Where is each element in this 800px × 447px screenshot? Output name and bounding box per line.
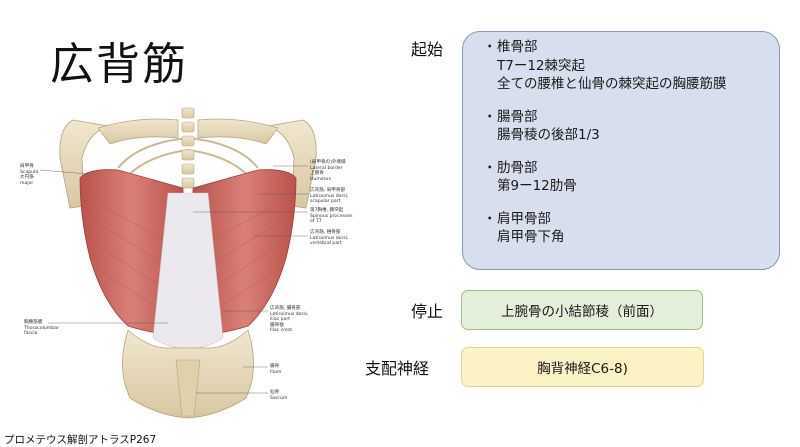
nerve-label: 支配神経 bbox=[365, 359, 430, 378]
origin-box bbox=[462, 31, 780, 270]
label-line: 大円筋 bbox=[20, 175, 34, 181]
origin-item-detail: 肩甲骨下角 bbox=[497, 229, 565, 245]
label-iliac-part: 広背筋, 腸骨部 Latissimus dorsi, iliac part 腸骨… bbox=[270, 306, 309, 334]
origin-item-costal: ・肋骨部 第9ー12肋骨 bbox=[483, 159, 727, 196]
figure-caption: プロメテウス解剖アトラスP267 bbox=[4, 434, 157, 446]
label-spinous-process-t7: 第7胸椎, 棘突起 Spinous processes of T7 bbox=[310, 208, 352, 225]
origin-item-detail: 全ての腰椎と仙骨の棘突起の胸腰筋膜 bbox=[497, 76, 727, 92]
slide-title: 広背筋 bbox=[50, 39, 188, 90]
origin-item-heading: 椎骨部 bbox=[497, 39, 538, 55]
origin-list: ・椎骨部 T7ー12棘突起 全ての腰椎と仙骨の棘突起の胸腰筋膜 ・腸骨部 腸骨稜… bbox=[483, 38, 727, 261]
label-line: Scapula bbox=[20, 169, 39, 175]
origin-item-detail: 第9ー12肋骨 bbox=[497, 178, 577, 194]
label-line: fascia bbox=[24, 331, 38, 337]
label-line: iliac part bbox=[270, 317, 291, 323]
origin-label: 起始 bbox=[411, 40, 444, 59]
label-thoracolumbar-fascia: 胸腰筋膜 Thoracolumbar fascia bbox=[24, 320, 59, 337]
label-line: (肩甲骨の)外側縁 bbox=[310, 160, 346, 165]
label-line: 肩甲骨 bbox=[20, 164, 34, 169]
label-line: major bbox=[20, 180, 34, 186]
label-scapula: 肩甲骨 Scapula 大円筋 major bbox=[20, 164, 38, 186]
label-line: of T7 bbox=[310, 219, 322, 225]
label-line: Ilium bbox=[270, 369, 282, 375]
label-line: vertebral part bbox=[310, 241, 342, 247]
label-vertebral-part: 広背筋, 椎骨部 Latissimus dorsi, vertebral par… bbox=[310, 230, 349, 247]
label-line: 広背筋, 腸骨部 bbox=[270, 306, 301, 311]
origin-item-vertebral: ・椎骨部 T7ー12棘突起 全ての腰椎と仙骨の棘突起の胸腰筋膜 bbox=[483, 38, 727, 94]
bullet: ・ bbox=[483, 39, 497, 55]
label-line: 広背筋, 肩甲骨部 bbox=[310, 188, 346, 193]
label-line: 第7胸椎, 棘突起 bbox=[310, 208, 344, 213]
label-line: Iliac crest bbox=[270, 328, 293, 334]
anatomy-illustration: 肩甲骨 Scapula 大円筋 major 胸腰筋膜 Thoracolumbar… bbox=[18, 98, 368, 436]
bullet: ・ bbox=[483, 210, 497, 227]
insertion-box: 上腕骨の小結節稜（前面） bbox=[461, 290, 703, 330]
bullet: ・ bbox=[483, 108, 497, 125]
label-line: scapular part bbox=[310, 199, 341, 205]
insertion-text: 上腕骨の小結節稜（前面） bbox=[501, 304, 663, 320]
label-lateral-border-humerus: (肩甲骨の)外側縁 Lateral border 上腕骨 Humerus bbox=[310, 160, 346, 182]
origin-item-scapular: ・肩甲骨部 肩甲骨下角 bbox=[483, 210, 727, 247]
label-line: 広背筋, 椎骨部 bbox=[310, 230, 341, 235]
label-ilium: 腸骨 Ilium bbox=[270, 364, 281, 375]
label-line: Lateral border bbox=[310, 165, 343, 171]
leader-lines bbox=[39, 165, 308, 394]
right-shoulder-bone bbox=[197, 118, 279, 145]
latissimus-dorsi-drawing bbox=[39, 107, 317, 419]
label-line: Latissimus dorsi, bbox=[310, 235, 349, 241]
label-line: 腸骨 bbox=[270, 364, 280, 369]
insertion-label: 停止 bbox=[411, 302, 444, 321]
origin-item-iliac: ・腸骨部 腸骨稜の後部1/3 bbox=[483, 108, 727, 145]
label-line: Sacrum bbox=[270, 395, 288, 401]
label-line: 腸骨稜 bbox=[270, 322, 284, 328]
label-scapular-part: 広背筋, 肩甲骨部 Latissimus dorsi, scapular par… bbox=[310, 188, 349, 205]
label-line: Latissimus dorsi, bbox=[310, 193, 349, 199]
label-line: Thoracolumbar bbox=[24, 325, 59, 331]
bullet: ・ bbox=[483, 159, 497, 176]
origin-item-heading: 肋骨部 bbox=[497, 159, 538, 176]
label-line: 胸腰筋膜 bbox=[24, 320, 43, 325]
nerve-box: 胸背神経C6-8) bbox=[461, 347, 704, 387]
label-line: 仙骨 bbox=[270, 390, 280, 395]
label-line: Latissimus dorsi, bbox=[270, 311, 309, 317]
origin-item-heading: 肩甲骨部 bbox=[497, 210, 551, 227]
spine bbox=[181, 107, 195, 189]
label-line: Humerus bbox=[310, 176, 331, 182]
origin-item-detail: T7ー12棘突起 bbox=[497, 57, 586, 74]
label-line: 上腕骨 bbox=[310, 171, 324, 177]
sacrum bbox=[175, 359, 201, 417]
left-shoulder-bone bbox=[97, 118, 179, 145]
label-sacrum: 仙骨 Sacrum bbox=[270, 390, 288, 401]
nerve-text: 胸背神経C6-8) bbox=[537, 361, 628, 377]
label-line: Spinous processes bbox=[310, 213, 353, 219]
origin-item-heading: 腸骨部 bbox=[497, 108, 538, 125]
origin-item-detail: 腸骨稜の後部1/3 bbox=[497, 127, 600, 143]
